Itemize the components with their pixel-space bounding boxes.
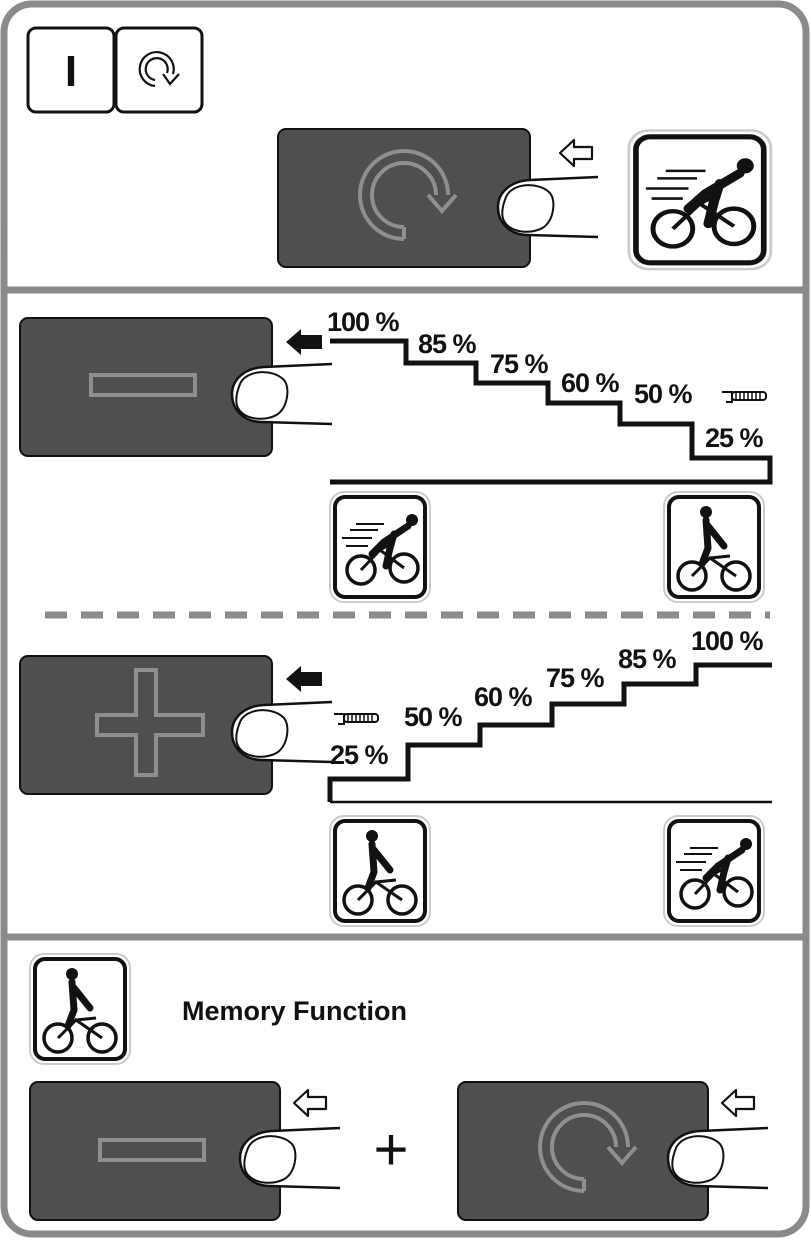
step-label: 100 % xyxy=(327,307,400,337)
step-label: 25 % xyxy=(705,423,764,453)
finger-press-icon xyxy=(238,1126,342,1190)
upright-rider-icon xyxy=(30,954,130,1064)
upright-rider-icon xyxy=(664,492,764,602)
step-label: 60 % xyxy=(474,682,533,712)
mode-i-label: I xyxy=(65,47,77,96)
increase-staircase xyxy=(327,662,772,802)
step-label: 85 % xyxy=(618,644,677,674)
mode-cycle-button[interactable] xyxy=(114,26,204,114)
step-label: 25 % xyxy=(330,740,389,770)
step-label: 75 % xyxy=(490,349,549,379)
sport-rider-icon xyxy=(330,492,430,602)
step-label: 60 % xyxy=(561,368,620,398)
finger-press-icon xyxy=(230,700,334,764)
sport-rider-icon xyxy=(629,131,771,270)
step-label: 100 % xyxy=(691,626,764,656)
minus-icon xyxy=(98,1138,206,1162)
combine-plus: + xyxy=(373,1116,408,1183)
sport-rider-icon xyxy=(664,816,764,926)
decrease-staircase xyxy=(330,338,773,485)
step-label: 50 % xyxy=(404,702,463,732)
upright-rider-icon xyxy=(330,816,430,926)
finger-press-icon xyxy=(496,175,600,239)
mode-buttons: I xyxy=(26,26,204,114)
cycle-icon xyxy=(138,51,180,88)
step-label: 50 % xyxy=(634,379,693,409)
plus-icon xyxy=(95,668,205,777)
step-label: 75 % xyxy=(546,663,605,693)
memory-function-title: Memory Function xyxy=(182,996,407,1026)
finger-press-icon xyxy=(230,362,334,426)
mode-i-button[interactable] xyxy=(26,26,116,114)
minus-icon xyxy=(89,373,197,397)
step-label: 85 % xyxy=(418,329,477,359)
finger-press-icon xyxy=(666,1126,770,1190)
